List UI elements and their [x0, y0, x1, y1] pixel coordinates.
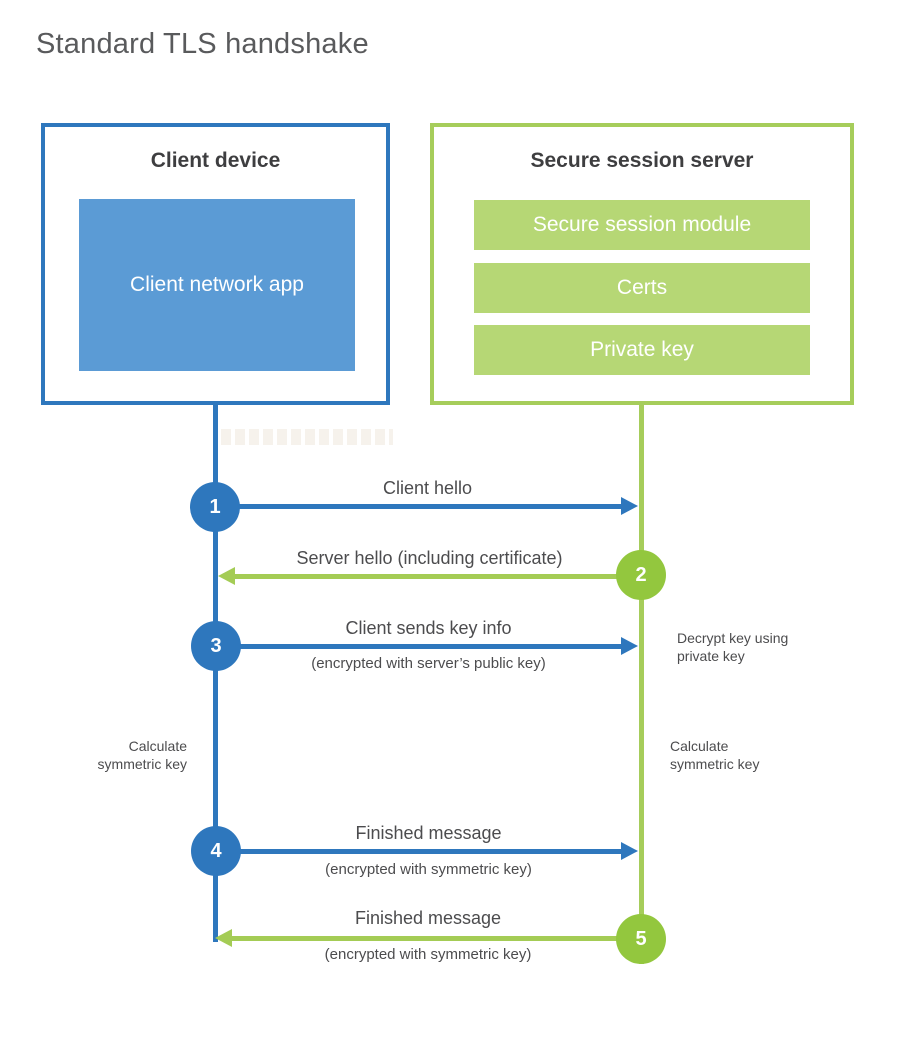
secure-session-module-label: Secure session module [532, 213, 752, 236]
arrow-shaft [230, 936, 641, 941]
step-1-badge: 1 [190, 482, 240, 532]
arrow-shaft [219, 644, 623, 649]
arrow-shaft [217, 504, 623, 509]
step-1-label: Client hello [382, 478, 473, 498]
page-title: Standard TLS handshake [36, 28, 369, 60]
arrow-head-right-icon [621, 497, 638, 515]
arrow-shaft [233, 574, 641, 579]
arrow-head-right-icon [621, 842, 638, 860]
step-4-arrow [219, 842, 638, 860]
note-calculate-symmetric-key-client: Calculate symmetric key [97, 738, 187, 772]
arrow-shaft [219, 849, 623, 854]
server-lifeline [639, 404, 644, 964]
step-5-arrow [215, 929, 641, 947]
step-2-arrow [218, 567, 641, 585]
faint-watermark-dashes [221, 429, 393, 445]
server-module-certs: Certs [474, 263, 810, 313]
step-2-badge: 2 [616, 550, 666, 600]
client-device-box: Client device Client network app [41, 123, 390, 405]
step-3-sublabel: (encrypted with server’s public key) [311, 655, 546, 672]
private-key-label: Private key [590, 338, 694, 361]
arrow-head-left-icon [218, 567, 235, 585]
step-4-sublabel: (encrypted with symmetric key) [325, 861, 532, 878]
step-5-badge: 5 [616, 914, 666, 964]
note-calculate-symmetric-key-server: Calculate symmetric key [670, 738, 760, 772]
arrow-head-right-icon [621, 637, 638, 655]
step-3-label: Client sends key info [345, 618, 512, 638]
step-1-arrow [217, 497, 638, 515]
note-decrypt-key: Decrypt key using private key [677, 630, 789, 664]
client-network-app-box: Client network app [79, 199, 355, 371]
arrow-head-left-icon [215, 929, 232, 947]
client-device-title: Client device [150, 149, 281, 172]
server-module-secure-session-module: Secure session module [474, 200, 810, 250]
certs-label: Certs [616, 276, 668, 299]
step-4-badge: 4 [191, 826, 241, 876]
step-5-label: Finished message [354, 908, 502, 928]
step-3-arrow [219, 637, 638, 655]
secure-session-server-box: Secure session server Secure session mod… [430, 123, 854, 405]
step-3-badge: 3 [191, 621, 241, 671]
client-lifeline [213, 404, 218, 942]
step-4-label: Finished message [355, 823, 502, 843]
server-module-private-key: Private key [474, 325, 810, 375]
step-2-label: Server hello (including certificate) [296, 548, 563, 568]
client-network-app-label: Client network app [130, 272, 304, 296]
step-5-sublabel: (encrypted with symmetric key) [324, 946, 532, 963]
secure-session-server-title: Secure session server [530, 149, 754, 172]
